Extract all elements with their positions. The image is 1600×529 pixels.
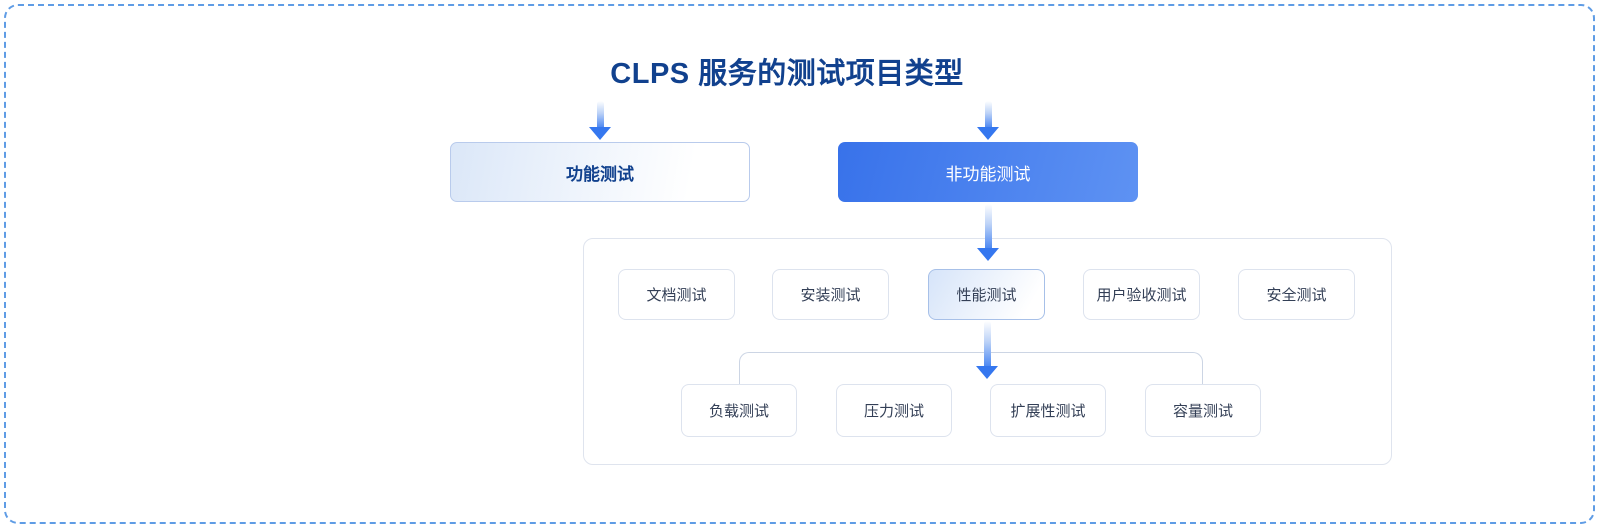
bracket-connector bbox=[739, 352, 1203, 385]
arrow-down-icon bbox=[588, 101, 612, 140]
arrow-down-icon bbox=[976, 204, 1000, 261]
node-installation-testing: 安装测试 bbox=[772, 269, 889, 320]
node-scalability-testing: 扩展性测试 bbox=[990, 384, 1106, 437]
node-stress-testing: 压力测试 bbox=[836, 384, 952, 437]
arrow-shaft bbox=[983, 321, 991, 367]
arrow-down-icon bbox=[975, 321, 999, 379]
page-title: CLPS 服务的测试项目类型 bbox=[610, 58, 964, 90]
arrow-head bbox=[977, 127, 999, 140]
node-user-acceptance-testing: 用户验收测试 bbox=[1083, 269, 1200, 320]
arrow-head bbox=[589, 127, 611, 140]
node-capacity-testing: 容量测试 bbox=[1145, 384, 1261, 437]
node-functional-testing: 功能测试 bbox=[450, 142, 750, 202]
node-security-testing: 安全测试 bbox=[1238, 269, 1355, 320]
node-documentation-testing: 文档测试 bbox=[618, 269, 735, 320]
arrow-down-icon bbox=[976, 101, 1000, 140]
arrow-shaft bbox=[596, 101, 604, 128]
node-non-functional-testing: 非功能测试 bbox=[838, 142, 1138, 202]
arrow-shaft bbox=[984, 101, 992, 128]
node-performance-testing: 性能测试 bbox=[928, 269, 1045, 320]
arrow-shaft bbox=[984, 204, 992, 249]
arrow-head bbox=[976, 366, 998, 379]
arrow-head bbox=[977, 248, 999, 261]
node-load-testing: 负载测试 bbox=[681, 384, 797, 437]
